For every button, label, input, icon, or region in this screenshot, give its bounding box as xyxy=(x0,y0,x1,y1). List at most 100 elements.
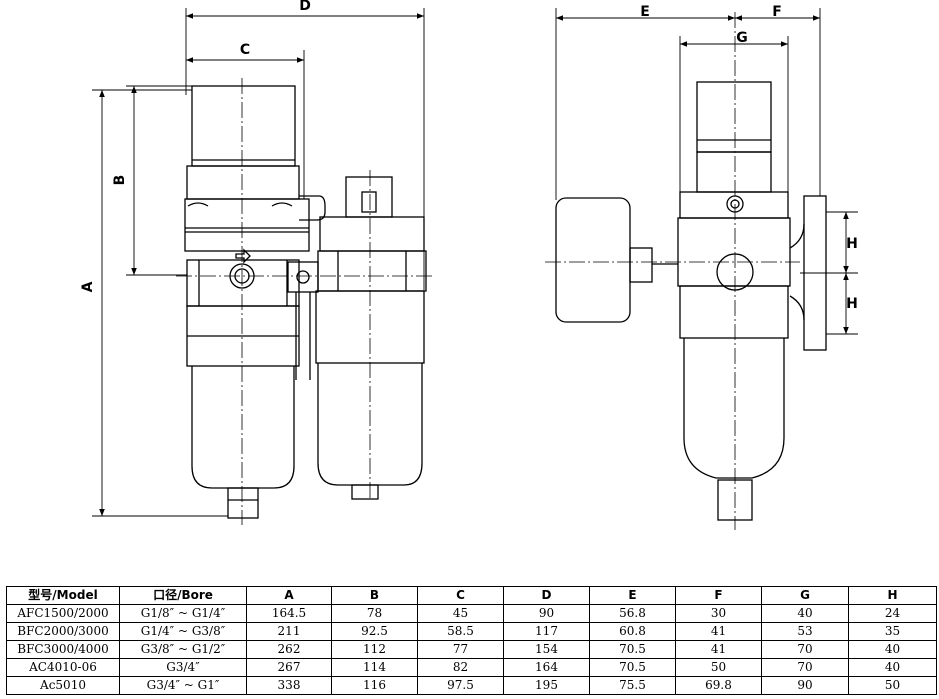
table-header-row: 型号/Model 口径/Bore A B C D E F G H xyxy=(6,586,937,605)
filter-bowl xyxy=(191,366,295,489)
table-cell: 40 xyxy=(848,658,937,677)
table-cell: 114 xyxy=(331,658,418,677)
table-cell: 50 xyxy=(675,658,762,677)
gauge-stem xyxy=(629,247,653,283)
side-bonnet xyxy=(696,81,772,153)
dimension-labels: D C A B E F G H H xyxy=(80,0,858,312)
table-cell: 78 xyxy=(331,604,418,623)
regulator-cap xyxy=(186,165,300,200)
side-drain xyxy=(717,479,753,521)
table-cell: 30 xyxy=(675,604,762,623)
header-C: C xyxy=(417,586,504,605)
front-view xyxy=(184,85,427,519)
header-model: 型号/Model xyxy=(6,586,120,605)
side-port xyxy=(716,253,754,291)
header-F: F xyxy=(675,586,762,605)
table-cell: G3/4″ xyxy=(119,658,247,677)
header-A: A xyxy=(246,586,332,605)
technical-drawing: D C A B E F G H H xyxy=(80,0,858,530)
table-cell: G1/4″ ~ G3/8″ xyxy=(119,622,247,641)
table-cell: 70 xyxy=(761,640,849,659)
pressure-gauge xyxy=(555,197,631,323)
dim-label-B: B xyxy=(112,175,128,186)
table-cell: 53 xyxy=(761,622,849,641)
header-B: B xyxy=(331,586,418,605)
table-cell: 338 xyxy=(246,676,332,695)
header-H: H xyxy=(848,586,937,605)
table-cell: 90 xyxy=(503,604,590,623)
drain-valve xyxy=(227,487,259,519)
table-cell: 35 xyxy=(848,622,937,641)
table-cell: 58.5 xyxy=(417,622,504,641)
table-cell: 211 xyxy=(246,622,332,641)
dim-label-C: C xyxy=(240,42,250,58)
dim-label-F: F xyxy=(772,4,782,20)
connector-block xyxy=(287,261,319,293)
regulator-bonnet xyxy=(191,85,296,167)
dim-label-H-upper: H xyxy=(846,236,858,252)
table-cell: 40 xyxy=(761,604,849,623)
table-cell: 112 xyxy=(331,640,418,659)
table-cell: 82 xyxy=(417,658,504,677)
header-G: G xyxy=(761,586,849,605)
lubricator-head xyxy=(319,216,425,252)
header-E: E xyxy=(589,586,676,605)
table-cell: 69.8 xyxy=(675,676,762,695)
regulator-body xyxy=(184,198,310,252)
table-cell: 45 xyxy=(417,604,504,623)
table-cell: 164 xyxy=(503,658,590,677)
side-bowl xyxy=(683,338,785,479)
dim-label-A: A xyxy=(80,281,96,292)
side-view xyxy=(555,81,827,521)
table-cell: 117 xyxy=(503,622,590,641)
table-cell: Ac5010 xyxy=(6,676,120,695)
table-cell: 56.8 xyxy=(589,604,676,623)
table-cell: 70 xyxy=(761,658,849,677)
table-cell: 60.8 xyxy=(589,622,676,641)
lubricator-cap xyxy=(345,176,393,218)
table-cell: 267 xyxy=(246,658,332,677)
header-D: D xyxy=(503,586,590,605)
table-cell: 90 xyxy=(761,676,849,695)
table-cell: 92.5 xyxy=(331,622,418,641)
table-cell: 41 xyxy=(675,640,762,659)
side-body xyxy=(677,217,791,287)
center-lines xyxy=(176,12,800,530)
table-cell: 41 xyxy=(675,622,762,641)
table-cell: 262 xyxy=(246,640,332,659)
dim-label-D: D xyxy=(299,0,311,14)
header-bore: 口径/Bore xyxy=(119,586,247,605)
dimension-lines xyxy=(92,8,858,517)
table-cell: AFC1500/2000 xyxy=(6,604,120,623)
table-cell: 50 xyxy=(848,676,937,695)
table-cell: 154 xyxy=(503,640,590,659)
table-cell: 164.5 xyxy=(246,604,332,623)
table-cell: 195 xyxy=(503,676,590,695)
table-cell: 70.5 xyxy=(589,640,676,659)
table-cell: 116 xyxy=(331,676,418,695)
lubricator-body xyxy=(317,250,427,292)
table-cell: 97.5 xyxy=(417,676,504,695)
table-cell: G1/8″ ~ G1/4″ xyxy=(119,604,247,623)
table-cell: G3/4″ ~ G1″ xyxy=(119,676,247,695)
table-cell: 70.5 xyxy=(589,658,676,677)
table-cell: 40 xyxy=(848,640,937,659)
table-cell: AC4010-06 xyxy=(6,658,120,677)
table-cell: BFC2000/3000 xyxy=(6,622,120,641)
table-header: 型号/Model 口径/Bore A B C D E F G H xyxy=(6,586,937,605)
specification-table: 型号/Model 口径/Bore A B C D E F G H AFC1500… xyxy=(6,586,937,695)
table-cell: BFC3000/4000 xyxy=(6,640,120,659)
table-cell: 75.5 xyxy=(589,676,676,695)
table-cell: 24 xyxy=(848,604,937,623)
side-collar xyxy=(679,285,789,339)
dim-label-E: E xyxy=(640,4,650,20)
table-cell: 77 xyxy=(417,640,504,659)
dim-label-G: G xyxy=(736,30,748,46)
table-cell: G3/8″ ~ G1/2″ xyxy=(119,640,247,659)
